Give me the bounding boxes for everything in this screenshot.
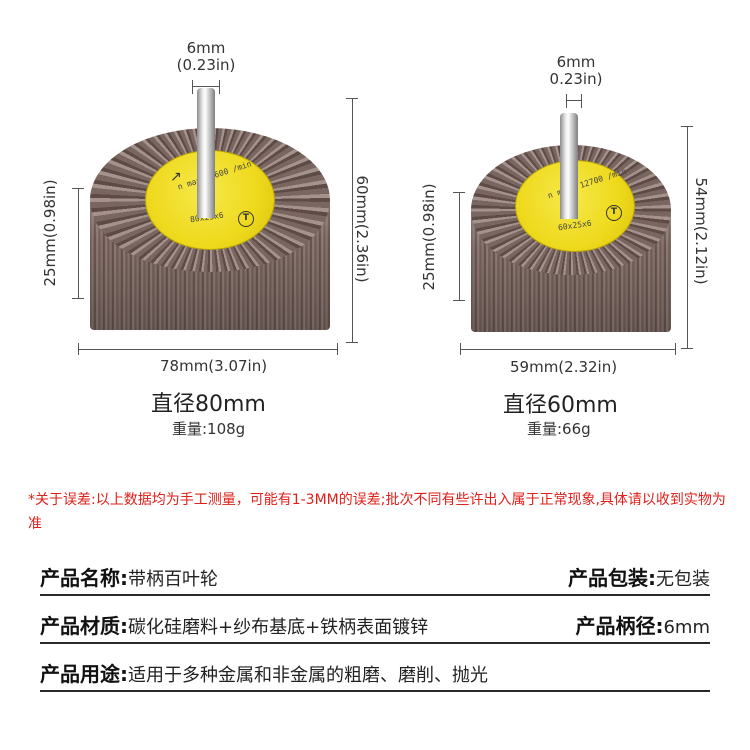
spec-name-label: 产品名称: [40, 566, 128, 590]
spec-row-name-package: 产品名称:带柄百叶轮 产品包装:无包装 [40, 558, 710, 596]
brand-logo-icon: T [606, 205, 622, 221]
wheel-shaft [197, 88, 215, 218]
diameter-label: 直径80mm [151, 392, 266, 417]
spec-material-label: 产品材质: [40, 614, 128, 638]
flap-height-label: 25mm(0.98in) [41, 179, 59, 287]
spec-package-label: 产品包装: [568, 566, 656, 590]
product-80mm: 6mm (0.23in) ↗ n max. 9600 /min 80x25x6 … [0, 0, 375, 450]
flap-height-line [459, 192, 460, 300]
spec-row-usage: 产品用途:适用于多种金属和非金属的粗磨、磨削、抛光 [40, 654, 710, 692]
shaft-diameter-in: 0.23in) [549, 70, 603, 88]
spec-name-value: 带柄百叶轮 [128, 569, 218, 590]
shaft-dim-tick-right [219, 80, 220, 94]
spec-usage-label: 产品用途: [40, 662, 128, 686]
total-height-label: 54mm(2.12in) [692, 177, 710, 285]
shaft-dimension-label: 6mm 0.23in) [538, 54, 614, 88]
shaft-dim-tick-left [566, 94, 567, 108]
hub-size-text: 60x25x6 [557, 218, 593, 233]
shaft-dim-line [192, 86, 220, 87]
product-60mm: 6mm 0.23in) n max. 12700 /min 60x25x6 T … [375, 0, 750, 450]
spec-name: 产品名称:带柄百叶轮 [40, 562, 218, 591]
width-label: 78mm(3.07in) [160, 357, 268, 375]
spec-divider [40, 690, 710, 692]
shaft-diameter-mm: 6mm [186, 39, 226, 57]
spec-shank-value: 6mm [663, 617, 710, 638]
spec-usage-value: 适用于多种金属和非金属的粗磨、磨削、抛光 [128, 665, 488, 686]
total-height-tick-bottom [681, 348, 693, 349]
spec-package: 产品包装:无包装 [568, 562, 710, 591]
diameter-label: 直径60mm [503, 393, 618, 418]
spec-divider [40, 642, 710, 644]
shaft-dim-line [566, 100, 582, 101]
weight-label: 重量:108g [172, 420, 246, 438]
weight-label: 重量:66g [527, 420, 591, 438]
total-height-label: 60mm(2.36in) [353, 175, 371, 283]
width-label: 59mm(2.32in) [510, 358, 618, 376]
hub-speed-text: n max. 12700 /min [546, 166, 628, 201]
rotation-arrow-icon: ↗ [170, 169, 182, 185]
spec-shank-label: 产品柄径: [575, 614, 664, 638]
spec-material-value: 碳化硅磨料+纱布基底+铁柄表面镀锌 [128, 617, 429, 638]
spec-row-material-shank: 产品材质:碳化硅磨料+纱布基底+铁柄表面镀锌 产品柄径:6mm [40, 606, 710, 644]
total-height-line [352, 98, 353, 342]
wheel-shaft [560, 113, 578, 219]
flap-height-tick-bottom [453, 300, 465, 301]
spec-divider [40, 594, 710, 596]
shaft-dim-tick-left [192, 80, 193, 94]
shaft-diameter-in: (0.23in) [176, 56, 236, 74]
shaft-dimension-label: 6mm (0.23in) [168, 40, 244, 74]
spec-shank: 产品柄径:6mm [575, 610, 710, 639]
flap-height-label: 25mm(0.98in) [420, 183, 438, 291]
total-height-line [687, 126, 688, 348]
total-height-tick-bottom [346, 342, 358, 343]
flap-height-tick-bottom [72, 298, 84, 299]
spec-usage: 产品用途:适用于多种金属和非金属的粗磨、磨削、抛光 [40, 658, 488, 687]
width-line [78, 349, 338, 350]
shaft-dim-tick-right [581, 94, 582, 108]
spec-package-value: 无包装 [656, 569, 710, 590]
shaft-diameter-mm: 6mm [556, 53, 596, 71]
flap-height-line [78, 188, 79, 298]
width-line [460, 349, 676, 350]
spec-material: 产品材质:碳化硅磨料+纱布基底+铁柄表面镀锌 [40, 610, 428, 639]
measurement-disclaimer: *关于误差:以上数据均为手工测量，可能有1-3MM的误差;批次不同有些许出入属于… [28, 492, 726, 532]
brand-logo-icon: T [238, 211, 254, 227]
